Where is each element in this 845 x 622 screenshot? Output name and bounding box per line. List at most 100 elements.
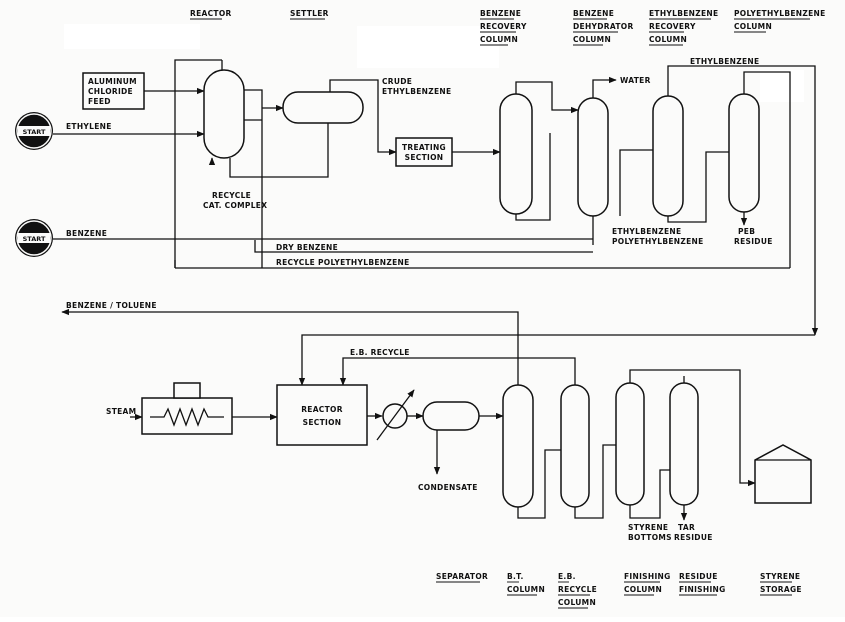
label-residue-2: RESIDUE (674, 533, 713, 542)
label-ethylene: ETHYLENE (66, 122, 112, 131)
svg-text:RESIDUE: RESIDUE (679, 572, 718, 581)
line-styrene-to-storage (629, 369, 756, 487)
svg-text:COLUMN: COLUMN (558, 598, 596, 607)
header-residue-finishing: RESIDUE FINISHING (679, 572, 726, 596)
separator-vessel (422, 401, 480, 431)
blank-patch (64, 24, 200, 49)
label-cat-complex: CAT. COMPLEX (203, 201, 267, 210)
polyethylbenzene-column (728, 93, 760, 213)
bt-column (502, 384, 534, 508)
label-bottoms: BOTTOMS (628, 533, 672, 542)
superheater-stack (173, 382, 201, 399)
label-crude: CRUDE (382, 77, 412, 86)
svg-text:STYRENE: STYRENE (760, 572, 800, 581)
svg-text:E.B.: E.B. (558, 572, 576, 581)
line (517, 449, 561, 519)
label-peb-r: PEB (738, 227, 755, 236)
svg-text:BENZENE: BENZENE (480, 9, 521, 18)
label-aluminum: ALUMINUM (88, 77, 137, 86)
svg-text:RECOVERY: RECOVERY (649, 22, 696, 31)
svg-text:FINISHING: FINISHING (624, 572, 671, 581)
label-tar: TAR (678, 523, 695, 532)
label-styrene-b: STYRENE (628, 523, 668, 532)
heating-coil (150, 407, 224, 427)
svg-text:START: START (23, 235, 46, 243)
label-condensate: CONDENSATE (418, 483, 478, 492)
svg-text:STORAGE: STORAGE (760, 585, 802, 594)
line-eb-to-reactor (298, 334, 815, 386)
line-benzene-overhead (515, 81, 579, 114)
blank-patch (357, 26, 499, 68)
line-recycle-left-loop (174, 59, 222, 268)
blank-patch (760, 70, 804, 102)
header-bt-column: B.T. COLUMN (507, 572, 545, 596)
benzene-dehydrator-column (577, 97, 609, 217)
finishing-column (615, 382, 645, 506)
header-polyethylbenzene-column: POLYETHYLBENZENE COLUMN (734, 9, 826, 33)
svg-text:COLUMN: COLUMN (734, 22, 772, 31)
steam-superheater (141, 397, 233, 435)
settler-vessel (282, 91, 364, 124)
svg-text:B.T.: B.T. (507, 572, 524, 581)
svg-text:COLUMN: COLUMN (649, 35, 687, 44)
label-peb: POLYETHYLBENZENE (612, 237, 704, 246)
svg-text:COLUMN: COLUMN (624, 585, 662, 594)
svg-text:POLYETHYLBENZENE: POLYETHYLBENZENE (734, 9, 826, 18)
label-ethylbenzene-crude: ETHYLBENZENE (382, 87, 451, 96)
label-benzene-toluene: BENZENE / TOLUENE (66, 301, 157, 310)
start-button-ethylene[interactable]: START (15, 112, 53, 150)
svg-text:COLUMN: COLUMN (480, 35, 518, 44)
label-ethylbenzene-top: ETHYLBENZENE (690, 57, 759, 66)
line-dry-benzene (254, 240, 593, 253)
svg-text:BENZENE: BENZENE (573, 9, 614, 18)
svg-text:COLUMN: COLUMN (507, 585, 545, 594)
svg-text:RECYCLE: RECYCLE (558, 585, 597, 594)
svg-text:SEPARATOR: SEPARATOR (436, 572, 488, 581)
label-dry-benzene: DRY BENZENE (276, 243, 338, 252)
header-benzene-dehydrator-column: BENZENE DEHYDRATOR COLUMN (573, 9, 634, 46)
header-finishing-column: FINISHING COLUMN (624, 572, 671, 596)
residue-finishing-column (669, 382, 699, 506)
styrene-storage-tank (754, 444, 812, 504)
start-button-benzene[interactable]: START (15, 219, 53, 257)
label-water: WATER (620, 76, 651, 85)
label-chloride: CHLORIDE (88, 87, 133, 96)
svg-text:ETHYLBENZENE: ETHYLBENZENE (649, 9, 718, 18)
line (667, 151, 729, 223)
line-crude-eb (329, 79, 397, 156)
aluminum-chloride-feed-box (82, 72, 145, 110)
line-water (592, 76, 617, 98)
label-feed: FEED (88, 97, 111, 106)
label-reactor-sec: REACTOR (301, 405, 343, 414)
label-benzene-feed: BENZENE (66, 229, 107, 238)
line-benzene-toluene (61, 308, 519, 385)
label-eb-recycle: E.B. RECYCLE (350, 348, 410, 357)
line (619, 149, 653, 216)
treating-section-box (395, 137, 453, 167)
header-separator: SEPARATOR (436, 572, 488, 583)
header-settler: SETTLER (290, 9, 329, 20)
header-ethylbenzene-recovery-column: ETHYLBENZENE RECOVERY COLUMN (649, 9, 718, 46)
reactor-vessel (203, 69, 245, 159)
label-eb: ETHYLBENZENE (612, 227, 681, 236)
line-ethylbenzene-product (667, 65, 819, 336)
svg-text:FINISHING: FINISHING (679, 585, 726, 594)
label-section: SECTION (405, 153, 444, 162)
eb-recycle-column (560, 384, 590, 508)
line-recycle-complex (229, 123, 329, 178)
line-reactor-side (244, 89, 263, 268)
header-benzene-recovery-column: BENZENE RECOVERY COLUMN (480, 9, 527, 46)
line (629, 469, 670, 519)
svg-text:START: START (23, 128, 46, 136)
svg-text:DEHYDRATOR: DEHYDRATOR (573, 22, 634, 31)
line (515, 133, 551, 221)
svg-text:RECOVERY: RECOVERY (480, 22, 527, 31)
header-eb-recycle-column: E.B. RECYCLE COLUMN (558, 572, 597, 609)
svg-text:SETTLER: SETTLER (290, 9, 329, 18)
line-eb-recycle (339, 357, 576, 386)
line (574, 444, 616, 519)
benzene-recovery-column (499, 93, 533, 215)
ethylbenzene-recovery-column (652, 95, 684, 217)
